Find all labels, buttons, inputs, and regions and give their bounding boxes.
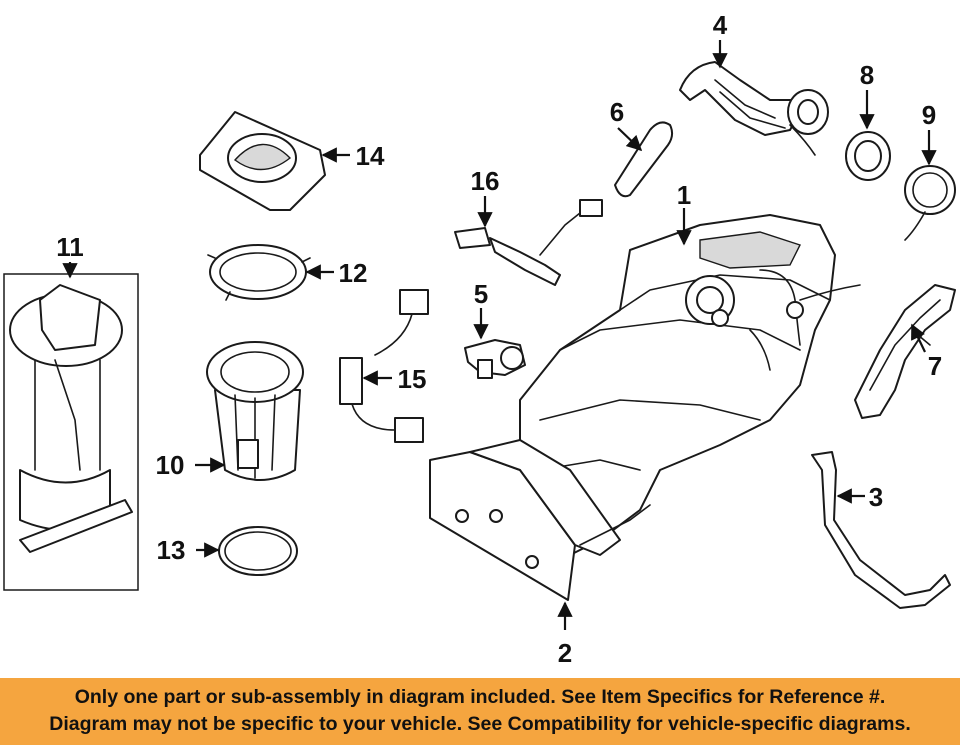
seal-ring-part-8	[845, 131, 891, 181]
callout-15: 15	[398, 364, 427, 394]
callout-4: 4	[713, 10, 728, 40]
tank-shield-part-2	[429, 439, 651, 601]
callout-3: 3	[869, 482, 883, 512]
fuel-pump-assembly-part-11	[3, 273, 139, 591]
callout-12: 12	[339, 258, 368, 288]
callout-2: 2	[558, 638, 572, 668]
o-ring-part-13	[218, 526, 298, 576]
callout-5: 5	[474, 279, 488, 309]
parts-diagram: 1 2 3 4 5 6 7 8 9 10 11 12 13 14 15 16	[3, 10, 956, 668]
tank-strap-part-3	[811, 451, 951, 609]
callout-9: 9	[922, 100, 936, 130]
fuel-pump-part-10	[206, 341, 304, 481]
callout-10: 10	[156, 450, 185, 480]
filler-neck-part-4	[679, 61, 829, 156]
leader-lines	[62, 40, 937, 630]
hose-assembly-part-16	[454, 199, 603, 286]
callout-6: 6	[610, 97, 624, 127]
callout-16: 16	[471, 166, 500, 196]
callout-labels: 1 2 3 4 5 6 7 8 9 10 11 12 13 14 15 16	[56, 10, 942, 668]
disclaimer-banner: Only one part or sub-assembly in diagram…	[0, 678, 960, 745]
lock-ring-part-12	[207, 244, 311, 301]
fuel-cap-part-9	[904, 165, 956, 241]
hose-part-6	[614, 121, 674, 198]
callout-11: 11	[56, 232, 84, 262]
access-cover-part-14	[199, 111, 326, 211]
callout-14: 14	[356, 141, 385, 171]
disclaimer-line-2: Diagram may not be specific to your vehi…	[49, 713, 911, 735]
valve-part-5	[464, 339, 526, 379]
callout-8: 8	[860, 60, 874, 90]
callout-13: 13	[157, 535, 186, 565]
callout-1: 1	[677, 180, 691, 210]
disclaimer-line-1: Only one part or sub-assembly in diagram…	[74, 686, 886, 708]
callout-7: 7	[928, 351, 942, 381]
sender-unit-part-15	[339, 289, 429, 443]
